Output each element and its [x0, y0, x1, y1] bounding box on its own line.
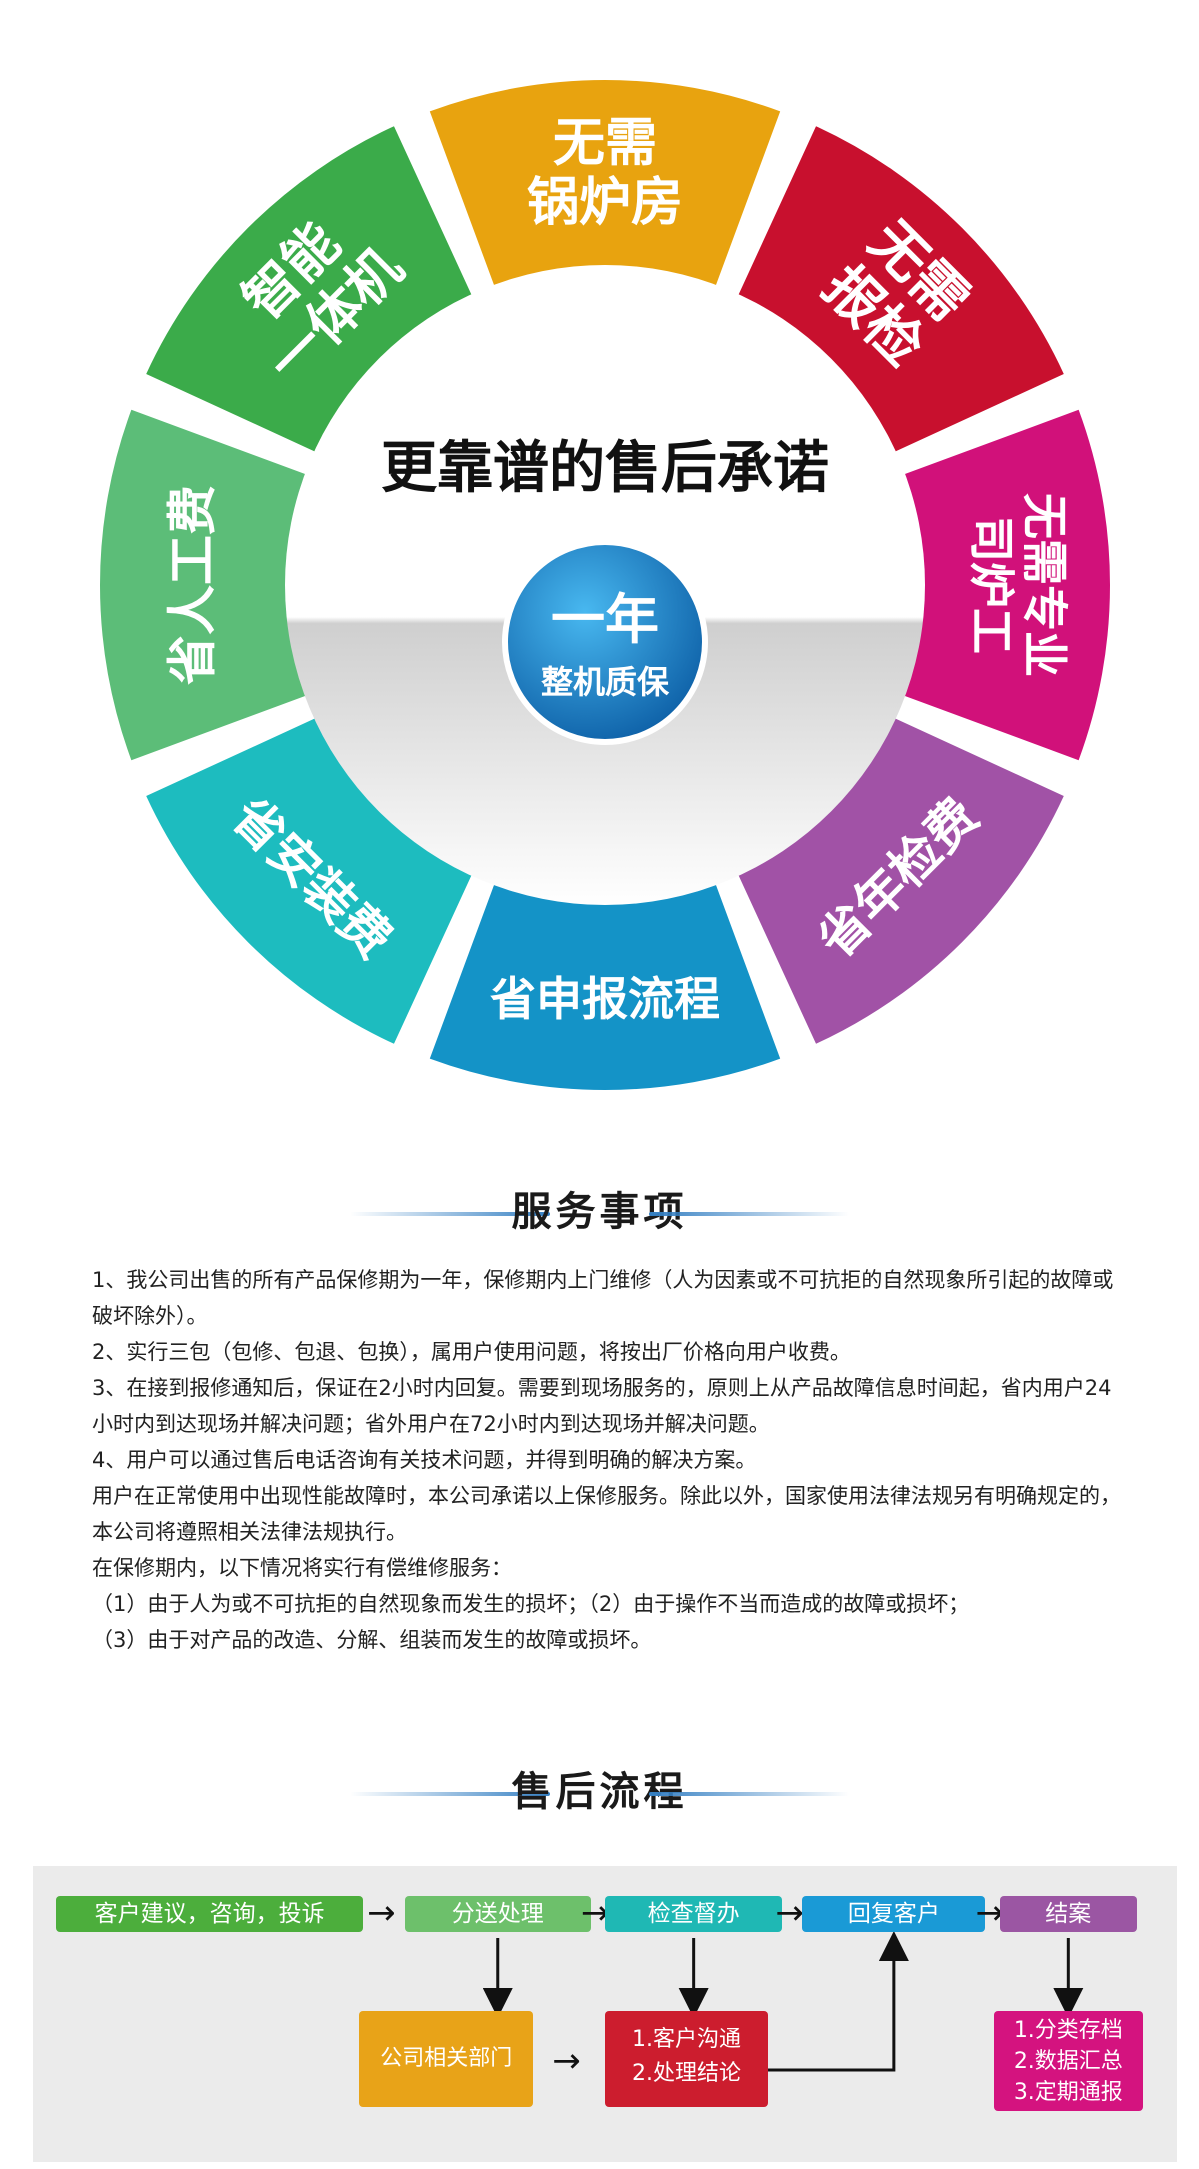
step-department: 公司相关部门 [359, 2011, 534, 2107]
heading-line-right [649, 1212, 849, 1216]
service-terms: 1、我公司出售的所有产品保修期为一年，保修期内上门维修（人为因素或不可抗拒的自然… [92, 1262, 1132, 1658]
process-flow: 客户建议，咨询，投诉 → 分送处理 → 检查督办 → 回复客户 → 结案 公司相… [33, 1866, 1177, 2162]
heading-line-left [350, 1792, 550, 1796]
service-term: 2、实行三包（包修、包退、包换），属用户使用问题，将按出厂价格向用户收费。 [92, 1340, 851, 1364]
step-archive: 1.分类存档 2.数据汇总 3.定期通报 [993, 2011, 1143, 2111]
warranty-scope: 整机质保 [541, 663, 670, 701]
service-term: （1）由于人为或不可抗拒的自然现象而发生的损坏；（2）由于操作不当而造成的故障或… [92, 1592, 970, 1616]
service-term: 3、在接到报修通知后，保证在2小时内回复。需要到现场服务的，原则上从产品故障信息… [92, 1376, 1112, 1436]
segment-save-labor-fee [99, 409, 307, 761]
promise-title: 更靠谱的售后承诺 [381, 436, 829, 501]
segment-label-no-boiler-room: 锅炉房 [527, 173, 683, 233]
segment-save-annual-fee [737, 717, 1064, 1044]
segment-label-save-labor-fee: 省人工费 [164, 485, 222, 685]
service-term: （3）由于对产品的改造、分解、组装而发生的故障或损坏。 [92, 1628, 652, 1652]
segment-smart-unit [146, 126, 473, 453]
flow-connectors [482, 1931, 1084, 2072]
arrow-right-1: → [367, 1893, 396, 1933]
arrow-right-4: → [975, 1893, 1005, 1933]
communicate-line-1: 1.客户沟通 [632, 2027, 741, 2052]
service-term: 在保修期内，以下情况将实行有偿维修服务： [92, 1556, 512, 1580]
communicate-line-2: 2.处理结论 [632, 2061, 741, 2086]
service-term: 1、我公司出售的所有产品保修期为一年，保修期内上门维修（人为因素或不可抗拒的自然… [92, 1268, 1114, 1328]
service-term: 4、用户可以通过售后电话咨询有关技术问题，并得到明确的解决方案。 [92, 1448, 757, 1472]
service-term: 用户在正常使用中出现性能故障时，本公司承诺以上保修服务。除此以外，国家使用法律法… [92, 1484, 1121, 1544]
segment-label-no-boiler-room: 无需 [553, 113, 657, 173]
arrow-right-5: → [552, 2041, 581, 2081]
step-communicate: 1.客户沟通 2.处理结论 [605, 2011, 769, 2107]
heading-line-right [649, 1792, 849, 1796]
warranty-badge [502, 539, 708, 745]
step-complaint: 客户建议，咨询，投诉 [55, 1896, 364, 1932]
warranty-years: 一年 [551, 588, 659, 651]
arrow-up-reply [768, 1931, 909, 2072]
service-heading: 服务事项 [0, 1182, 1199, 1242]
step-dispatch: 分送处理 [404, 1896, 591, 1932]
segment-no-boiler-room [429, 79, 781, 287]
archive-line-1: 1.分类存档 [1013, 2018, 1123, 2043]
step-inspect: 检查督办 [605, 1896, 783, 1932]
heading-line-left [350, 1212, 550, 1216]
segment-no-stoker [903, 409, 1110, 761]
segment-label-save-filing: 省申报流程 [490, 972, 720, 1026]
step-reply: 回复客户 [802, 1896, 986, 1932]
segment-label-no-stoker: 司炉工 [964, 516, 1018, 654]
archive-line-2: 2.数据汇总 [1013, 2049, 1123, 2074]
arrow-right-2: → [580, 1893, 610, 1933]
segment-no-inspection [737, 126, 1064, 453]
process-heading: 售后流程 [0, 1762, 1199, 1822]
archive-line-3: 3.定期通报 [1013, 2080, 1123, 2105]
arrow-right-3: → [775, 1893, 804, 1933]
segment-save-install-fee [146, 717, 473, 1044]
step-close: 结案 [999, 1896, 1137, 1932]
segment-save-filing [429, 883, 781, 1090]
segment-label-no-stoker: 无需专业 [1017, 493, 1071, 677]
